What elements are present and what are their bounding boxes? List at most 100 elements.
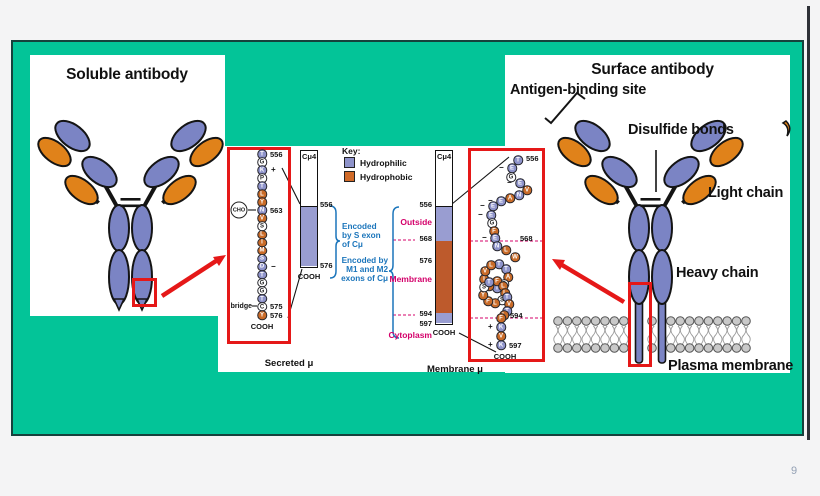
secreted-bracket-text-1: Encoded (342, 222, 377, 231)
lipid-head-icon (713, 316, 723, 326)
antigen-site-bracket-icon (544, 91, 586, 125)
connector-line (451, 156, 510, 205)
lipid-tail-icon (572, 325, 578, 345)
lipid-head-icon (684, 343, 695, 353)
lipid-tail-icon (623, 325, 629, 345)
soluble-title: Soluble antibody (66, 66, 188, 83)
lipid-tail-icon (717, 325, 723, 345)
lipid-head-icon (703, 316, 714, 326)
lipid-tail-icon (651, 325, 657, 345)
membrane-outside-segment (436, 206, 452, 241)
lipid-tail-icon (590, 325, 596, 345)
membrane-bar-cooh: COOH (432, 328, 456, 337)
residue-F: F (483, 296, 493, 306)
hydrophobic-label: Hydrophobic (360, 172, 413, 182)
secreted-mu-caption: Secreted μ (264, 358, 314, 369)
lipid-head-icon (553, 316, 563, 326)
light-chain (584, 174, 619, 206)
lipid-head-icon (553, 343, 563, 353)
lipid-tail-icon (745, 325, 751, 345)
surface-title: Surface antibody (591, 61, 714, 78)
hydrophilic-swatch (344, 157, 355, 168)
membrane-bar-num-576: 576 (419, 256, 432, 265)
lipid-tail-icon (741, 325, 747, 345)
lipid-head-icon (590, 343, 601, 353)
residue-N: N (492, 241, 502, 251)
membrane-sequence-box (468, 148, 545, 362)
heavy-chain-stem (651, 204, 673, 252)
membrane-bar-domain: Cμ4 (437, 152, 452, 161)
m1-m2-brace (388, 206, 400, 339)
residue-V: V (480, 266, 490, 276)
heavy-chain-arm (143, 155, 180, 189)
lipid-tail-icon (684, 325, 690, 345)
secreted-bracket-text-3: of Cμ (342, 240, 363, 249)
plasma-membrane-label: Plasma membrane (668, 358, 794, 374)
lipid-tail-icon (708, 325, 714, 345)
membrane-mu-caption: Membrane μ (427, 364, 483, 375)
lipid-head-icon (581, 316, 592, 326)
lipid-head-icon (731, 343, 742, 353)
hydrophilic-label: Hydrophilic (360, 158, 407, 168)
heavy-chain-arm (574, 119, 611, 153)
heavy-chain-stem (131, 204, 153, 252)
membrane-bar-num-597: 597 (419, 319, 432, 328)
lipid-tail-icon (553, 325, 559, 345)
lipid-head-icon (722, 316, 733, 326)
lipid-head-icon (572, 343, 582, 353)
light-chain (557, 136, 592, 168)
heavy-chain-tip (112, 298, 126, 312)
secreted-bar-cooh: COOH (297, 272, 321, 281)
zoom-arrow-left (160, 259, 218, 298)
residue-Y: Y (257, 310, 267, 320)
lipid-head-icon (731, 316, 742, 326)
membrane-bracket-text-2: M1 and M2 (346, 265, 388, 274)
zoom-arrow-right-head (552, 259, 565, 270)
membrane-bracket-text-1: Encoded by (341, 256, 388, 265)
lipid-tail-icon (731, 325, 737, 345)
lipid-head-icon (703, 343, 714, 353)
residue-K: K (496, 340, 506, 350)
residue-charge: − (488, 196, 493, 205)
lipid-head-icon (694, 343, 704, 353)
light-chain (64, 174, 99, 206)
membrane-chain-cooh: COOH (493, 352, 517, 361)
residue-charge: + (488, 322, 493, 331)
residue-E: E (496, 196, 506, 206)
lipid-tail-icon (567, 325, 573, 345)
residue-charge: + (488, 340, 493, 349)
light-chain (682, 174, 717, 206)
lipid-head-icon (722, 343, 733, 353)
lipid-head-icon (572, 316, 582, 326)
membrane-bar-num-556: 556 (419, 200, 432, 209)
secreted-chain-cooh: COOH (250, 322, 274, 331)
residue-number-575: 575 (270, 302, 283, 312)
residue-charge: − (507, 178, 512, 187)
secreted-sequence-box (227, 147, 291, 344)
secreted-mu-bar (300, 150, 318, 268)
lipid-head-icon (590, 316, 601, 326)
residue-G: G (506, 172, 516, 182)
heavy-chain-arm (663, 155, 700, 189)
lipid-head-icon (675, 316, 686, 326)
light-chain-label: Light chain (708, 185, 784, 201)
lipid-tail-icon (614, 325, 620, 345)
heavy-chain-stem (628, 204, 650, 252)
secreted-cmu4-segment (301, 151, 317, 206)
residue-L: L (486, 260, 496, 270)
bridge-label: bridge (230, 303, 252, 310)
lipid-head-icon (713, 343, 723, 353)
lipid-tail-icon (576, 325, 582, 345)
lipid-tail-icon (713, 325, 719, 345)
lipid-head-icon (741, 316, 751, 326)
lipid-head-icon (694, 316, 704, 326)
membrane-mu-bar (435, 150, 453, 325)
membrane-bar-num-594: 594 (419, 309, 432, 318)
heavy-chain-arm (690, 119, 727, 153)
lipid-tail-icon (675, 325, 681, 345)
lipid-tail-icon (698, 325, 704, 345)
residue-N: N (514, 190, 524, 200)
footer-glyph: 9 (791, 465, 798, 477)
